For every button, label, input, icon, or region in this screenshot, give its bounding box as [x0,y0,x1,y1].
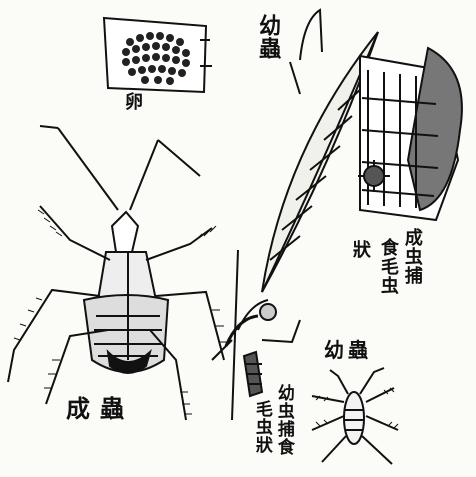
larva-caption-column-2: 毛虫狀 [252,400,270,454]
larva-label-top: 幼蟲 [256,14,279,60]
adult-caption-column-2: 食毛虫 [378,238,397,295]
adult-caption-column-3: 狀 [350,240,369,259]
larva-label-small: 幼蟲 [324,340,372,361]
adult-label: 成蟲 [66,396,134,421]
adult-bug-drawing [8,126,228,420]
egg-label: 卵 [125,94,143,113]
adult-caption-column-1: 成虫捕 [402,228,421,285]
larva-bug-drawing [312,368,398,464]
egg-cluster-drawing [104,18,212,92]
larva-caption-column-1: 幼虫捕食 [274,384,292,456]
